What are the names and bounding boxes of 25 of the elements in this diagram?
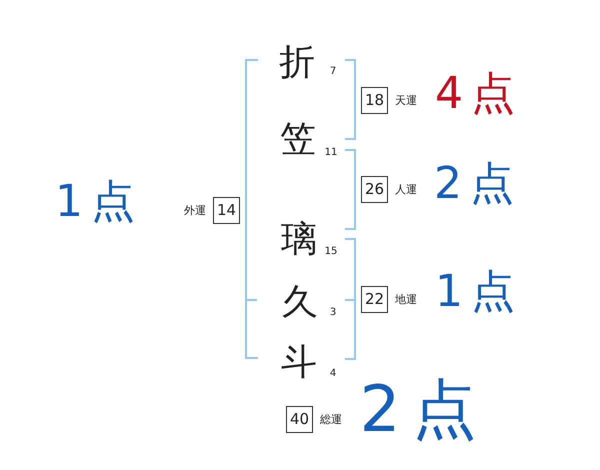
fortune-label: 天運 — [395, 95, 417, 106]
name-character: 璃 — [281, 222, 317, 258]
number-box: 18 — [361, 87, 388, 114]
number-box: 14 — [213, 197, 240, 224]
stroke-count: 11 — [324, 148, 338, 158]
fortune-label: 地運 — [395, 294, 417, 305]
name-character: 折 — [279, 45, 315, 81]
number-box: 26 — [361, 176, 388, 203]
stroke-count: 4 — [330, 369, 336, 379]
score-text: 2点 — [433, 162, 522, 206]
stroke-count: 7 — [330, 67, 336, 77]
stroke-count: 3 — [330, 308, 336, 318]
name-character: 斗 — [281, 345, 317, 381]
score-text: 1点 — [54, 180, 143, 224]
fortune-label: 人運 — [395, 184, 417, 195]
name-character: 笠 — [280, 122, 316, 158]
fortune-label: 外運 — [184, 205, 206, 216]
score-text: 2点 — [358, 378, 488, 442]
number-box: 40 — [286, 406, 313, 433]
fortune-label: 総運 — [320, 414, 342, 425]
score-text: 4点 — [434, 72, 523, 116]
score-text: 1点 — [434, 270, 523, 314]
name-character: 久 — [282, 285, 318, 321]
stroke-count: 15 — [324, 247, 338, 257]
number-box: 22 — [361, 286, 388, 313]
